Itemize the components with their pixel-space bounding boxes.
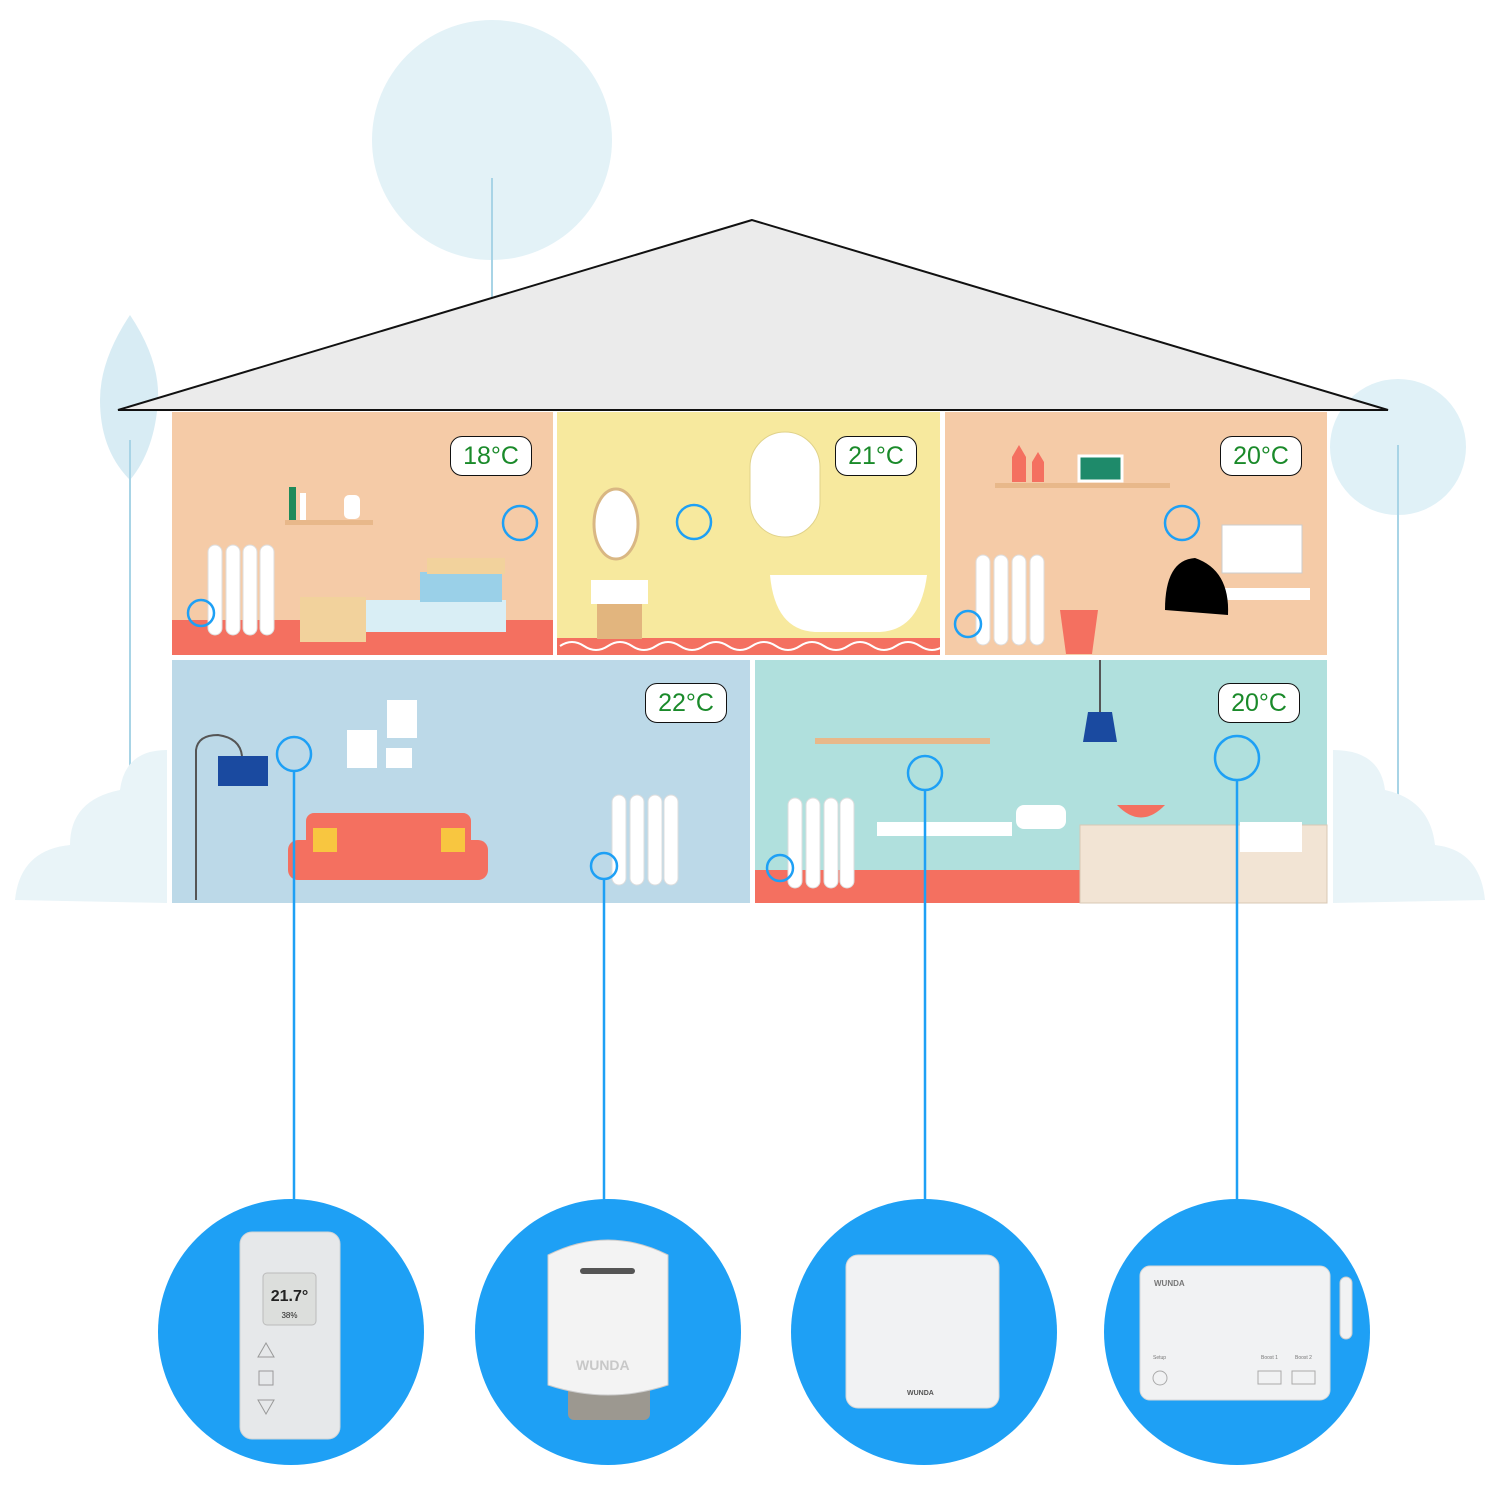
- hub-device: [1139, 1265, 1353, 1401]
- room-temperature-bedroom: 18°C: [450, 436, 532, 476]
- hub-setup-label: Setup: [1153, 1355, 1167, 1361]
- room-temperature-living: 22°C: [645, 683, 727, 723]
- tree-top: [372, 20, 612, 260]
- room-temperature-kitchen: 20°C: [1218, 683, 1300, 723]
- room-temperature-bathroom: 21°C: [835, 436, 917, 476]
- hub-boost2-label: Boost 2: [1295, 1355, 1312, 1361]
- hub-boost1-label: Boost 1: [1261, 1355, 1278, 1361]
- bed-icon: [300, 558, 506, 642]
- tree-left: [100, 315, 159, 480]
- desk-icon: [995, 445, 1310, 654]
- sofa-icon: [195, 700, 488, 900]
- hub-brand-logo: WUNDA: [1154, 1279, 1185, 1288]
- radiator-icon: [207, 544, 1045, 889]
- sensor-brand-logo: WUNDA: [907, 1390, 934, 1397]
- bathtub-icon: [591, 431, 927, 639]
- valve-brand-logo: WUNDA: [576, 1357, 630, 1373]
- roof: [117, 218, 1389, 411]
- thermostat-device: [239, 1231, 341, 1440]
- radiator-valve-device: [547, 1239, 669, 1420]
- bush-left: [15, 750, 167, 903]
- kitchen-icon: [815, 660, 1328, 904]
- sensor-device: [845, 1254, 1000, 1409]
- bush-right: [1333, 750, 1485, 903]
- sensor-markers: [186, 503, 1261, 883]
- thermostat-temperature: 21.7°: [270, 1288, 309, 1305]
- connector-lines: [292, 771, 1239, 1200]
- room-temperature-office: 20°C: [1220, 436, 1302, 476]
- thermostat-humidity: 38%: [281, 1311, 298, 1320]
